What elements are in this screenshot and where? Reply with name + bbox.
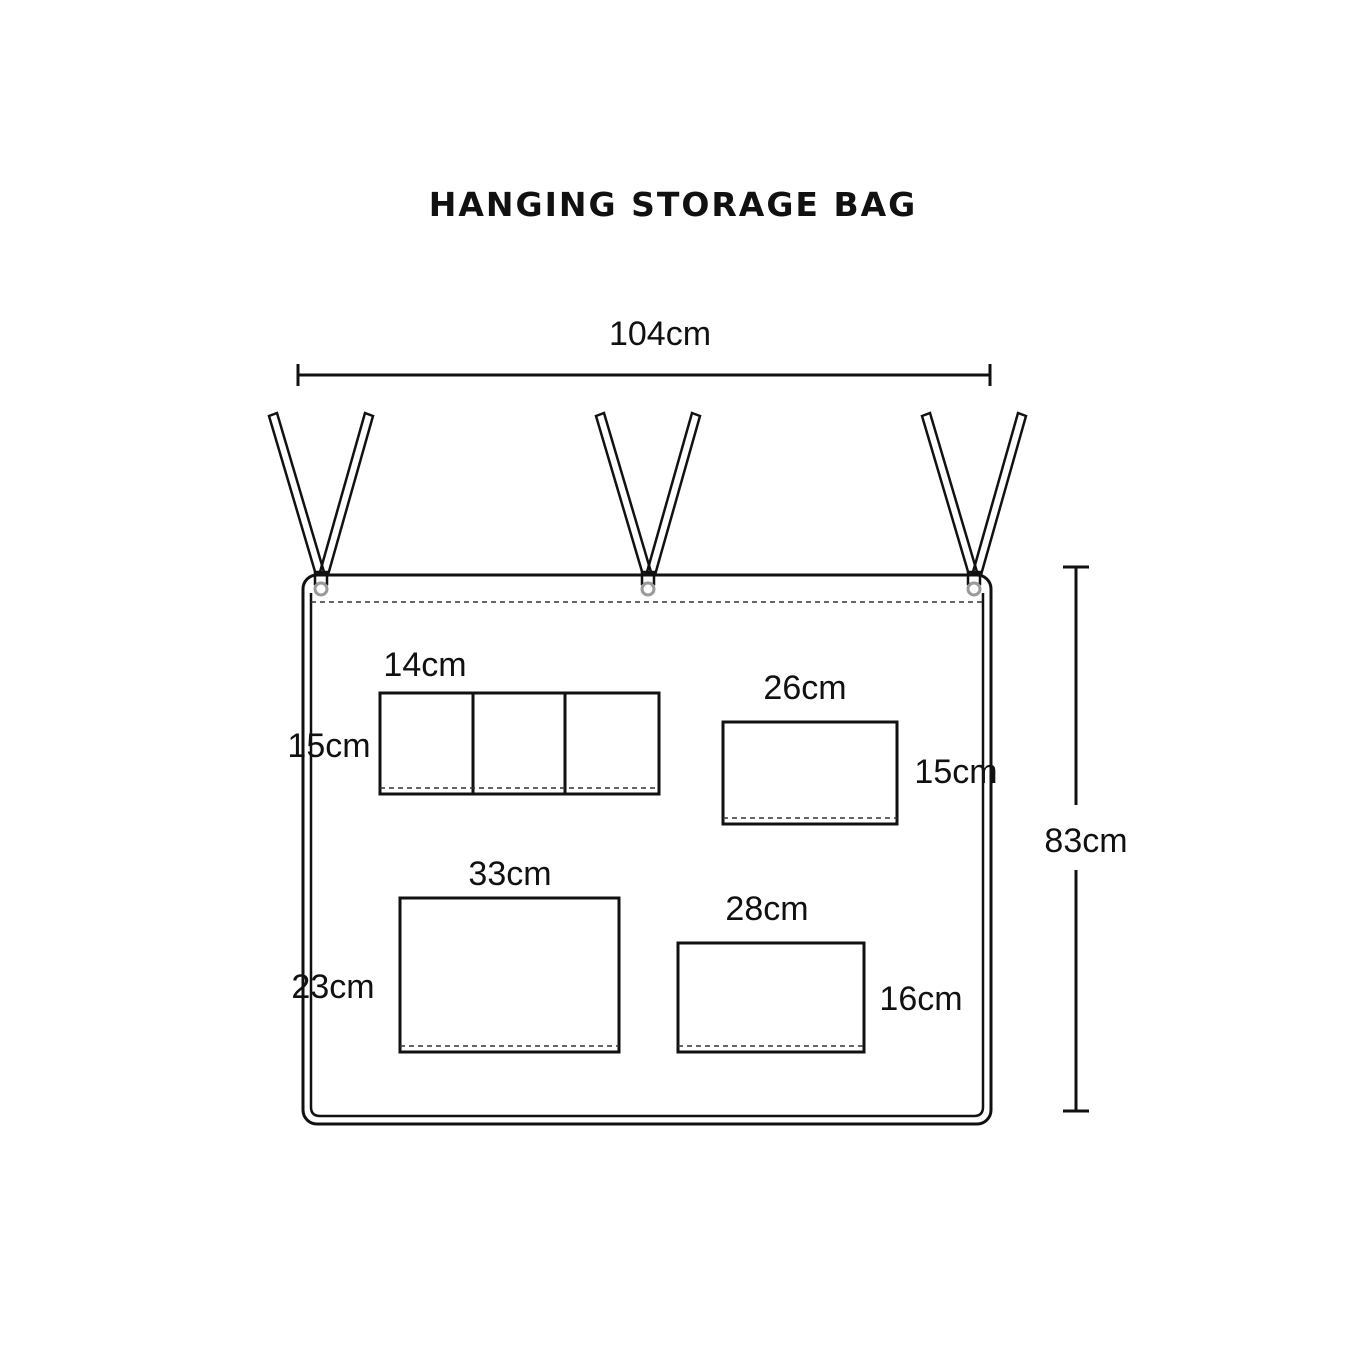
bag-body bbox=[301, 573, 993, 1126]
pocket-top-right-height-label: 15cm bbox=[914, 753, 997, 791]
pocket-small-triple: 14cm 15cm bbox=[287, 646, 661, 796]
pocket-bottom-right-height-label: 16cm bbox=[879, 980, 962, 1018]
diagram-title: HANGING STORAGE BAG bbox=[429, 185, 918, 224]
grommet-left bbox=[313, 581, 329, 597]
hanging-straps bbox=[267, 411, 1028, 597]
pocket-bottom-left: 33cm 23cm bbox=[291, 855, 621, 1054]
pocket-small-width-label: 14cm bbox=[383, 646, 466, 684]
strap-right bbox=[920, 411, 1028, 597]
pocket-top-right-width-label: 26cm bbox=[763, 669, 846, 707]
strap-left bbox=[267, 411, 375, 597]
height-label: 83cm bbox=[1044, 822, 1127, 860]
pocket-bottom-right-width-label: 28cm bbox=[725, 890, 808, 928]
width-dimension: 104cm bbox=[296, 315, 992, 386]
width-label: 104cm bbox=[609, 315, 711, 353]
grommet-right bbox=[966, 581, 982, 597]
pocket-top-right: 26cm 15cm bbox=[721, 669, 998, 826]
height-dimension: 83cm bbox=[1044, 565, 1128, 1113]
strap-middle bbox=[594, 411, 702, 597]
grommet-middle bbox=[640, 581, 656, 597]
pocket-bottom-left-width-label: 33cm bbox=[468, 855, 551, 893]
pocket-bottom-left-height-label: 23cm bbox=[291, 968, 374, 1006]
pocket-bottom-right: 28cm 16cm bbox=[676, 890, 963, 1054]
pocket-small-height-label: 15cm bbox=[287, 727, 370, 765]
